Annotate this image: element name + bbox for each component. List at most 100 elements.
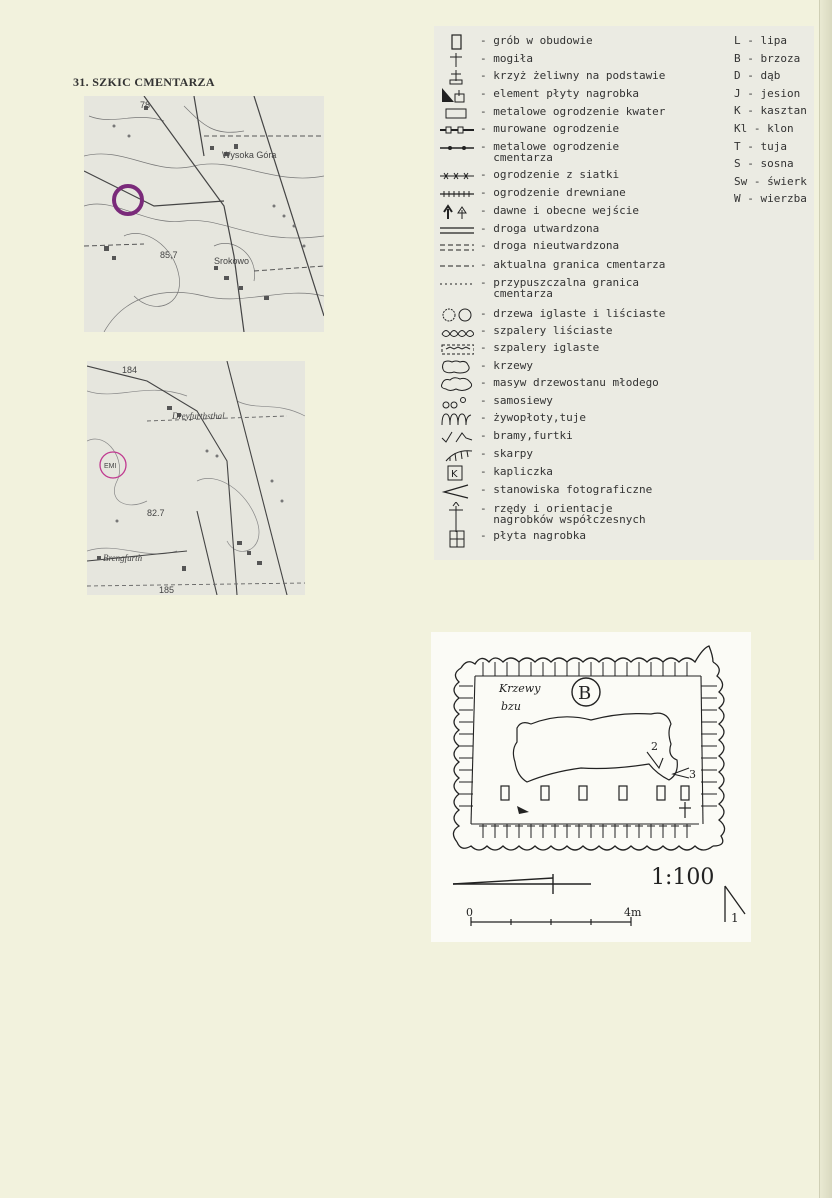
tree-abbreviation: J - jesion — [734, 86, 801, 100]
tombstone-element-icon — [517, 806, 529, 814]
tree-letter: B — [578, 683, 591, 704]
legend-item-label: - szpalery iglaste — [480, 341, 600, 354]
legend-item-label: - kapliczka — [480, 465, 553, 478]
legend-item-label: - masyw drzewostanu młodego — [480, 376, 659, 389]
conifer-row-icon — [438, 341, 475, 357]
legend-item-label: - grób w obudowie — [480, 34, 593, 47]
brick-fence-icon — [438, 122, 474, 138]
legend-panel: - grób w obudowie - mogiła - krzyż żeliwny… — [434, 26, 814, 560]
scale-end: 4m — [624, 906, 642, 919]
gates-icon — [438, 429, 474, 445]
legend-item-label: - element płyty nagrobka — [480, 87, 639, 100]
legend-item-label: - szpalery liściaste — [480, 324, 613, 337]
young-stand-icon — [438, 376, 474, 392]
legend-item-label: - samosiewy — [480, 394, 553, 407]
map-label-dreyfurthsthal: Dreyfurthsthal — [171, 411, 225, 421]
grave-enclosure-icon — [438, 34, 474, 50]
cemetery-location-marker — [99, 451, 127, 479]
self-seeding-icon — [438, 394, 474, 410]
legend-item-label: - krzewy — [480, 359, 533, 372]
deciduous-row-icon — [438, 324, 475, 340]
map-label-wysoka-gora: Wysoka Góra — [222, 150, 276, 160]
legend-item-label: - bramy,furtki — [480, 429, 573, 442]
unpaved-road-icon — [438, 239, 474, 255]
iron-cross-icon — [679, 802, 691, 818]
shrub-area — [512, 712, 678, 783]
wooden-fence-icon — [438, 186, 474, 202]
tree-abbreviation: W - wierzba — [734, 192, 807, 206]
photo-position-label: 3 — [689, 768, 696, 781]
map-elevation-label: 82.7 — [147, 508, 165, 518]
hedge-border — [452, 645, 726, 851]
legend-item-label: - skarpy — [480, 447, 533, 460]
legend-item-label: - droga nieutwardzona — [480, 239, 620, 252]
tree-birch-marker — [571, 677, 601, 707]
tree-abbreviation: T - tuja — [734, 139, 787, 153]
map-marker-label: EMI — [104, 463, 117, 470]
map-elevation-label: 185 — [159, 585, 174, 595]
tree-abbreviation: S - sosna — [734, 157, 794, 171]
chapel-icon: K — [438, 465, 474, 481]
legend-item-label: - drzewa iglaste i liściaste — [480, 307, 666, 320]
svg-text:K: K — [451, 469, 458, 480]
map-elevation-label: 78 — [140, 100, 150, 110]
slope-icon — [438, 447, 474, 463]
legend-item-label: - rzędy i orientacje nagrobków współczes… — [480, 502, 646, 526]
cemetery-sketch: B Krzewy bzu 2 3 1:100 0 4m 1 — [431, 632, 751, 942]
photo-position-icon — [646, 751, 664, 770]
legend-item-label: - krzyż żeliwny na podstawie — [480, 69, 666, 82]
tree-abbreviation: D - dąb — [734, 69, 781, 83]
map-label-srokowo: Srokowo — [214, 256, 249, 266]
trees-icon — [438, 307, 474, 323]
slab-icon — [438, 529, 474, 548]
legend-item-label: - metalowe ogrodzenie cmentarza — [480, 140, 620, 164]
scale-start: 0 — [466, 906, 473, 919]
shrubs-note: Krzewy — [498, 682, 541, 695]
legend-item-label: - płyta nagrobka — [480, 529, 586, 542]
tree-abbreviation: Kl - klon — [734, 122, 794, 135]
grave-cross-icon — [438, 52, 474, 68]
legend-item-label: - żywopłoty,tuje — [480, 411, 586, 424]
map-label-brengfurth: Brengfurth — [103, 553, 143, 563]
map-elevation-label: 85,7 — [160, 250, 178, 260]
shrubs-note: bzu — [501, 700, 521, 713]
legend-item-label: - murowane ogrodzenie — [480, 122, 620, 135]
photo-position-label: 1 — [731, 911, 739, 925]
legend-item-label: - ogrodzenie drewniane — [480, 186, 626, 199]
legend-item-label: - mogiła — [480, 52, 533, 65]
tree-abbreviation: B - brzoza — [734, 51, 801, 65]
tree-abbreviation: L - lipa — [734, 34, 787, 47]
map-elevation-label: 184 — [122, 365, 137, 375]
tombstone-element-icon — [438, 87, 474, 103]
tree-abbreviation: Sw - świerk — [734, 174, 807, 188]
grave-rows-icon — [438, 501, 474, 532]
legend-item-label: - dawne i obecne wejście — [480, 204, 639, 217]
hedge-icon — [438, 411, 474, 427]
metal-fence-quarter-icon — [438, 105, 474, 121]
legend-item-label: - stanowiska fotograficzne — [480, 483, 653, 496]
scale-bar — [470, 917, 632, 926]
legend-item-label: - ogrodzenie z siatki — [480, 168, 620, 181]
top-topographic-map: Wysoka Góra Srokowo 78 85,7 — [84, 96, 324, 332]
iron-cross-icon — [438, 69, 474, 85]
grave-row — [500, 785, 690, 801]
current-border-icon — [438, 258, 474, 274]
entrance-arrows-icon — [438, 204, 474, 220]
legend-item-label: - przypuszczalna granica cmentarza — [480, 276, 639, 300]
cemetery-location-marker — [112, 184, 144, 216]
tree-abbreviation: K - kasztan — [734, 104, 807, 118]
presumed-border-icon — [438, 276, 474, 292]
photo-position-icon — [671, 767, 690, 779]
scale-ratio: 1:100 — [651, 865, 714, 890]
legend-item-label: - metalowe ogrodzenie kwater — [480, 105, 666, 118]
section-title: 31. SZKIC CMENTARZA — [73, 75, 215, 89]
shrubs-icon — [438, 359, 474, 375]
north-arrow — [452, 874, 591, 894]
mesh-fence-icon — [438, 168, 474, 184]
legend-item-label: - aktualna granica cmentarza — [480, 258, 666, 271]
photo-position-icon — [724, 885, 746, 922]
photo-position-label: 2 — [651, 740, 658, 753]
paved-road-icon — [438, 222, 474, 238]
bottom-topographic-map: Dreyfurthsthal Brengfurth 184 82.7 185 E… — [87, 361, 305, 595]
photo-position-icon — [438, 483, 474, 499]
